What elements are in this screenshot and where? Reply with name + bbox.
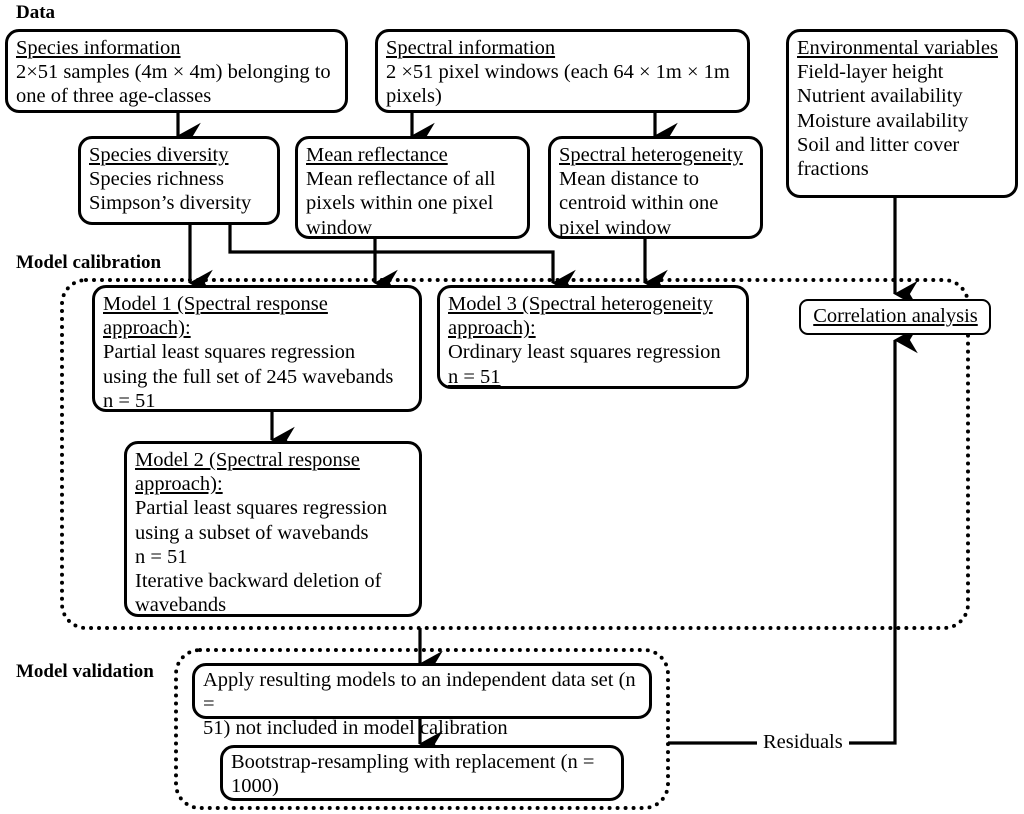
spectral-information-line-1: 2 ×51 pixel windows (each 64 × 1m × 1m <box>386 61 730 84</box>
model-2-header-2: approach): <box>135 473 223 496</box>
box-model-2[interactable]: Model 2 (Spectral response approach): Pa… <box>124 441 422 617</box>
model-1-line-3: n = 51 <box>103 389 156 412</box>
model-3-line-2: n = 51 <box>448 365 501 388</box>
mean-reflectance-header: Mean reflectance <box>306 144 448 166</box>
environmental-variables-line-1: Field-layer height <box>797 61 944 84</box>
box-spectral-information[interactable]: Spectral information 2 ×51 pixel windows… <box>375 29 750 113</box>
model-validation-group <box>174 648 670 810</box>
species-information-header: Species information <box>16 37 181 59</box>
box-correlation-analysis[interactable]: Correlation analysis <box>799 299 991 335</box>
model-2-line-4: Iterative backward deletion of <box>135 569 382 592</box>
environmental-variables-line-5: fractions <box>797 157 869 180</box>
apply-models-line-1: Apply resulting models to an independent… <box>203 669 636 716</box>
model-2-line-3: n = 51 <box>135 545 188 568</box>
model-1-line-2: using the full set of 245 wavebands <box>103 365 394 388</box>
correlation-analysis-header: Correlation analysis <box>813 305 978 327</box>
edge-label-residuals: Residuals <box>757 731 849 754</box>
mean-reflectance-line-1: Mean reflectance of all <box>306 168 496 191</box>
species-information-line-2: one of three age-classes <box>16 85 212 108</box>
spectral-information-line-2: pixels) <box>386 85 442 108</box>
environmental-variables-line-3: Moisture availability <box>797 109 969 132</box>
box-mean-reflectance[interactable]: Mean reflectance Mean reflectance of all… <box>295 136 530 239</box>
mean-reflectance-line-3: window <box>306 216 373 239</box>
environmental-variables-line-4: Soil and litter cover <box>797 133 960 156</box>
model-3-line-1: Ordinary least squares regression <box>448 341 721 364</box>
model-3-header-2: approach): <box>448 317 536 340</box>
model-2-header: Model 2 (Spectral response <box>135 449 360 471</box>
box-species-diversity[interactable]: Species diversity Species richness Simps… <box>78 136 280 225</box>
section-label-data: Data <box>16 2 56 23</box>
bootstrap-line-1: Bootstrap-resampling with replacement (n… <box>231 751 595 773</box>
box-bootstrap[interactable]: Bootstrap-resampling with replacement (n… <box>220 745 624 801</box>
spectral-heterogeneity-header: Spectral heterogeneity <box>559 144 743 166</box>
section-label-model-validation: Model validation <box>16 661 154 682</box>
spectral-heterogeneity-line-2: centroid within one <box>559 192 719 215</box>
spectral-information-header: Spectral information <box>386 37 556 59</box>
spectral-heterogeneity-line-3: pixel window <box>559 216 672 239</box>
box-apply-models[interactable]: Apply resulting models to an independent… <box>192 663 652 739</box>
model-1-line-1: Partial least squares regression <box>103 341 356 364</box>
model-2-line-1: Partial least squares regression <box>135 497 388 520</box>
apply-models-line-2: 51) not included in model calibration <box>203 717 508 740</box>
model-2-line-2: using a subset of wavebands <box>135 521 369 544</box>
model-1-header-2: approach): <box>103 317 191 340</box>
species-diversity-line-1: Species richness <box>89 168 224 191</box>
box-model-3[interactable]: Model 3 (Spectral heterogeneity approach… <box>437 285 749 389</box>
environmental-variables-line-2: Nutrient availability <box>797 85 963 108</box>
bootstrap-line-2: 1000) <box>231 775 279 798</box>
mean-reflectance-line-2: pixels within one pixel <box>306 192 494 215</box>
box-species-information[interactable]: Species information 2×51 samples (4m × 4… <box>5 29 348 113</box>
section-label-model-calibration: Model calibration <box>16 252 162 273</box>
box-spectral-heterogeneity[interactable]: Spectral heterogeneity Mean distance to … <box>548 136 763 239</box>
species-information-line-1: 2×51 samples (4m × 4m) belonging to <box>16 61 331 84</box>
model-2-line-5: wavebands <box>135 594 227 617</box>
box-environmental-variables[interactable]: Environmental variables Field-layer heig… <box>786 29 1018 198</box>
environmental-variables-header: Environmental variables <box>797 37 998 59</box>
model-calibration-group <box>60 278 970 630</box>
species-diversity-line-2: Simpson’s diversity <box>89 192 252 215</box>
species-diversity-header: Species diversity <box>89 144 229 166</box>
model-3-header: Model 3 (Spectral heterogeneity <box>448 293 713 315</box>
spectral-heterogeneity-line-1: Mean distance to <box>559 168 700 191</box>
box-model-1[interactable]: Model 1 (Spectral response approach): Pa… <box>92 285 422 412</box>
model-1-header: Model 1 (Spectral response <box>103 293 328 315</box>
